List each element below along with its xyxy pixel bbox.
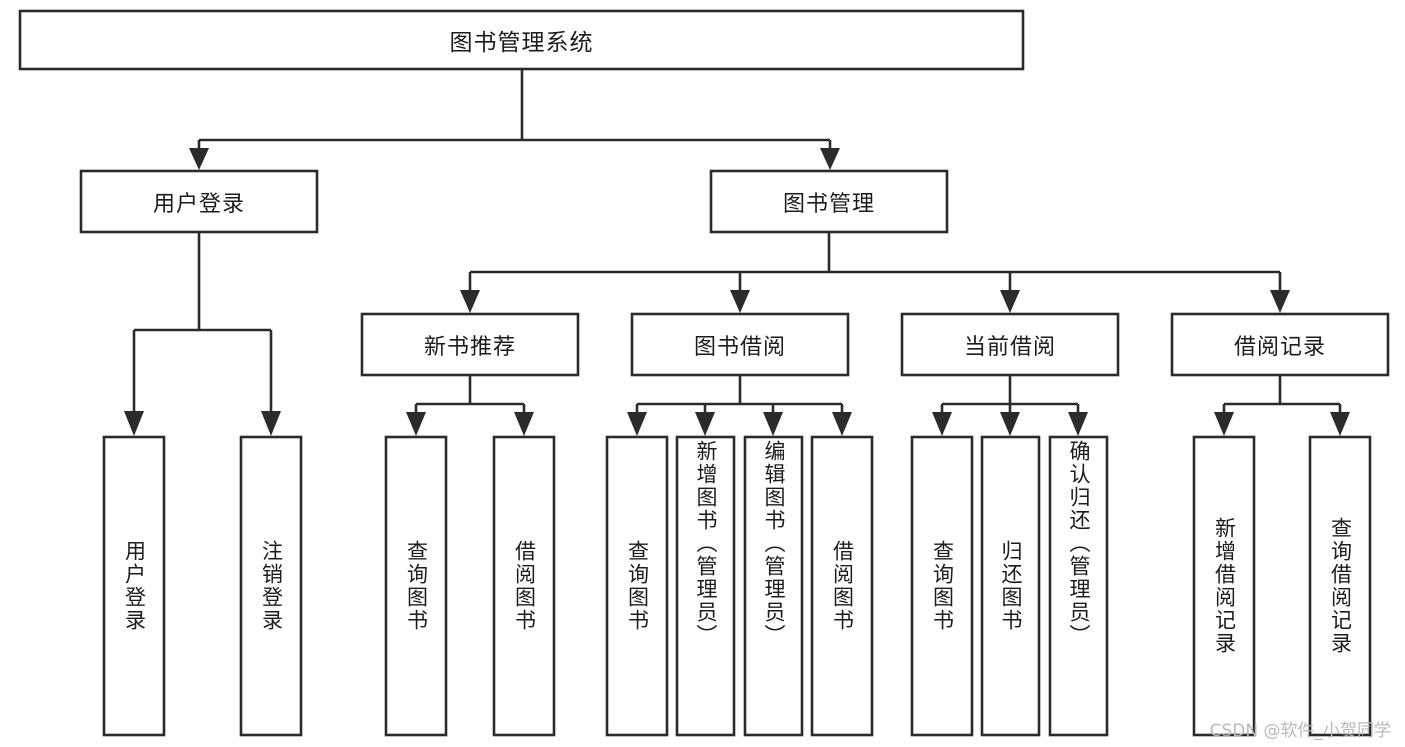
node-book-management[interactable] [709,169,949,234]
node-borrow-record[interactable] [1170,312,1390,377]
node-root[interactable] [18,9,1025,71]
arrow-new-book-leaf-2 [514,412,534,436]
arrow-current-borrow-leaf-1 [932,412,952,436]
arrow-book-borrow-leaf-3 [763,412,783,436]
arrow-root-to-user-login [189,148,209,170]
leaf-box-book-borrow-2[interactable] [675,435,736,737]
arrow-book-mgmt-to-borrow-record [1270,290,1290,313]
leaf-box-new-book-2[interactable] [492,435,556,737]
node-book-borrow[interactable] [630,312,850,377]
arrow-book-borrow-leaf-4 [832,412,852,436]
arrow-book-borrow-leaf-2 [695,412,715,436]
arrow-current-borrow-leaf-3 [1068,412,1088,436]
leaf-box-user-login-1[interactable] [102,435,166,737]
leaf-box-book-borrow-3[interactable] [743,435,804,737]
arrow-new-book-leaf-1 [406,412,426,436]
arrow-current-borrow-leaf-2 [1000,412,1020,436]
leaf-box-current-borrow-3[interactable] [1048,435,1109,737]
arrow-borrow-record-leaf-2 [1330,412,1350,436]
arrow-book-borrow-leaf-1 [627,412,647,436]
leaf-box-borrow-record-1[interactable] [1192,435,1256,737]
leaf-box-book-borrow-4[interactable] [810,435,874,737]
leaf-box-new-book-1[interactable] [384,435,448,737]
node-new-book-recommend[interactable] [360,312,580,377]
leaf-box-current-borrow-2[interactable] [980,435,1041,737]
leaf-box-book-borrow-1[interactable] [605,435,669,737]
leaf-box-user-login-2[interactable] [239,435,303,737]
arrow-borrow-record-leaf-1 [1214,412,1234,436]
arrow-user-login-leaf-2 [261,411,281,436]
leaf-box-borrow-record-2[interactable] [1308,435,1372,737]
node-user-login[interactable] [79,169,319,234]
arrow-book-mgmt-to-current-borrow [1000,290,1020,313]
arrow-root-to-book-mgmt [820,148,840,170]
arrow-book-mgmt-to-book-borrow [730,290,750,313]
arrow-user-login-leaf-1 [124,411,144,436]
arrow-book-mgmt-to-new-book [460,290,480,313]
leaf-box-current-borrow-1[interactable] [910,435,974,737]
node-current-borrow[interactable] [900,312,1120,377]
